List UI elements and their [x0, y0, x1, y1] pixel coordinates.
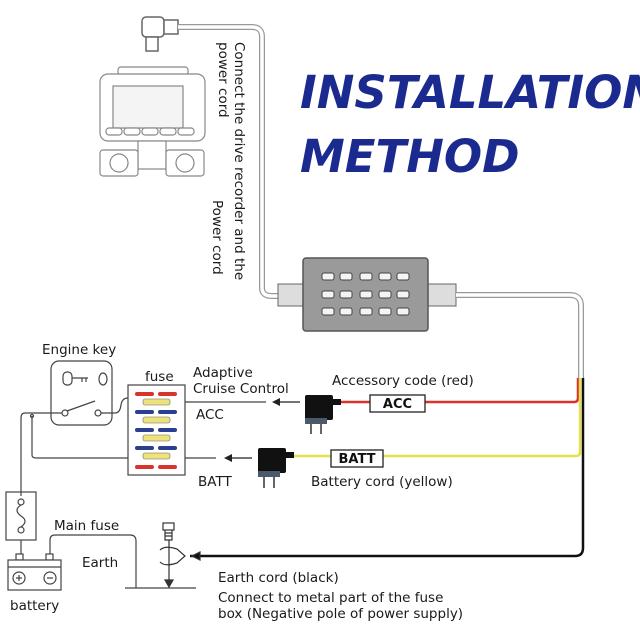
- batt-tag: [330, 449, 384, 468]
- earth-cord-label: Earth cord (black): [218, 570, 339, 586]
- accessory-code-label: Accessory code (red): [332, 373, 474, 389]
- batt-wire: [292, 378, 582, 458]
- title-line-1: INSTALLATION: [300, 66, 640, 119]
- main-fuse-icon: [5, 491, 37, 554]
- acc-fuse-tap-icon: [305, 395, 341, 434]
- earth-screw-icon: [159, 522, 201, 589]
- connect-metal-label-2: box (Negative pole of power supply): [218, 606, 463, 622]
- battery-label: battery: [10, 598, 59, 614]
- engine-key-label: Engine key: [42, 342, 116, 358]
- arrow-left-icon: [272, 398, 280, 406]
- battery-icon: [7, 534, 137, 591]
- battery-cord-label: Battery cord (yellow): [311, 474, 453, 490]
- adaptive-label-1: Adaptive: [193, 365, 253, 381]
- power-plug-icon: [141, 16, 179, 52]
- earth-wire: [190, 378, 585, 558]
- connect-metal-label-1: Connect to metal part of the fuse: [218, 590, 443, 606]
- power-cord-label: Power cord: [209, 200, 225, 275]
- fuse-label: fuse: [145, 369, 174, 385]
- acc-tag-label: ACC: [383, 397, 412, 412]
- arrow-left-icon: [224, 454, 232, 462]
- acc-wire: [338, 378, 580, 404]
- title-line-2: METHOD: [300, 130, 520, 183]
- batt-side-label: BATT: [198, 474, 232, 490]
- adaptive-label-2: Cruise Control: [193, 381, 289, 397]
- acc-tag: [369, 394, 426, 413]
- converter-box: [277, 257, 457, 332]
- engine-key-switch: [20, 360, 129, 496]
- main-fuse-label: Main fuse: [54, 518, 119, 534]
- batt-fuse-tap-icon: [258, 448, 294, 488]
- dash-cam-icon: [99, 66, 206, 177]
- earth-label: Earth: [82, 555, 118, 571]
- connect-recorder-label-1: Connect the drive recorder and the: [231, 42, 247, 280]
- connect-recorder-label-2: power cord: [215, 42, 231, 118]
- acc-side-label: ACC: [196, 407, 224, 423]
- batt-tag-label: BATT: [339, 452, 376, 467]
- fuse-box: [127, 384, 186, 476]
